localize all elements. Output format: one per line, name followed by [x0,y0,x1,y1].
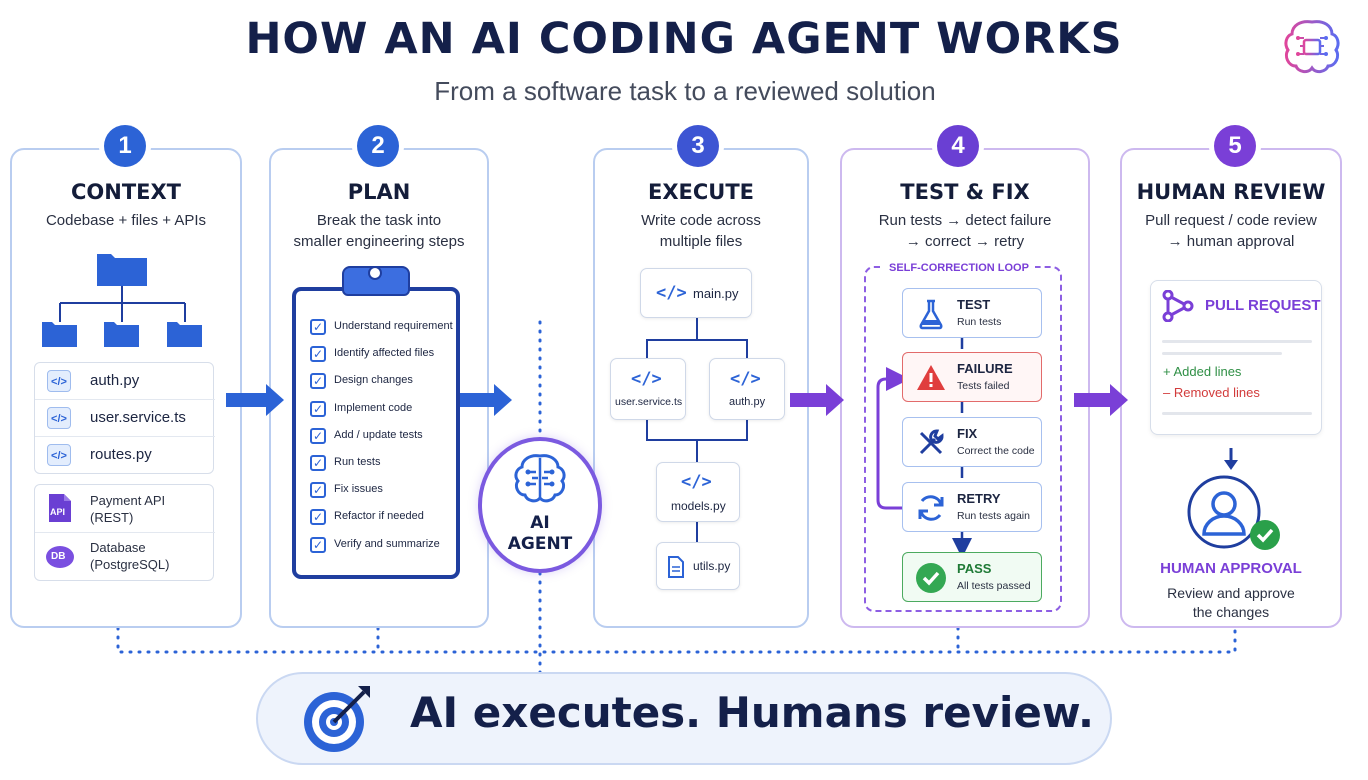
human-approval-title: HUMAN APPROVAL [1160,560,1302,577]
target-arrow-icon [304,686,370,752]
code-file-models[interactable]: </> models.py [656,462,740,522]
checkbox-checked-icon: ✓ [310,319,326,335]
file-name: routes.py [90,446,152,463]
checkbox-checked-icon: ✓ [310,482,326,498]
code-file-icon: </> [47,407,71,429]
step-badge-3: 3 [677,125,719,167]
code-file-icon: </> [730,369,761,389]
step-title-context: CONTEXT [70,180,182,204]
file-row-routes[interactable]: </> routes.py [35,437,215,474]
tf-card-failure: FAILURE Tests failed [902,352,1042,402]
db-icon-label: DB [51,551,66,562]
brain-logo-icon [1284,20,1340,74]
code-file-icon: </> [681,472,712,492]
code-file-utils[interactable]: utils.py [656,542,740,590]
pr-line [1162,412,1312,415]
pr-line [1162,352,1282,355]
checkbox-checked-icon: ✓ [310,373,326,389]
code-file-auth[interactable]: </> auth.py [709,358,785,420]
service-row-payment-api[interactable]: API Payment API(REST) [35,485,215,533]
flask-icon [919,299,943,330]
step-title-plan: PLAN [347,180,411,204]
brain-circuit-icon [514,454,566,503]
step-title-test-fix: TEST & FIX [900,180,1030,204]
tagline-banner [256,672,1112,765]
document-icon [668,556,684,578]
checkbox-checked-icon: ✓ [310,428,326,444]
page-title: HOW AN AI CODING AGENT WORKS [245,14,1123,64]
tools-icon [919,429,944,455]
tf-card-fix: FIX Correct the code [902,417,1042,467]
database-icon [46,546,74,568]
api-document-icon [49,494,71,522]
pr-added-lines: + Added lines [1163,364,1242,379]
checkbox-checked-icon: ✓ [310,455,326,471]
pr-removed-lines: – Removed lines [1163,385,1260,400]
clipboard-clip-hole [368,266,382,280]
page-subtitle: From a software task to a reviewed solut… [434,76,936,106]
context-services-list: API Payment API(REST) DB Database(Postgr… [34,484,215,582]
code-file-icon: </> [656,283,687,303]
step-badge-5: 5 [1214,125,1256,167]
tf-card-retry: RETRY Run tests again [902,482,1042,532]
step-desc-human-review: Pull request / code review→ human approv… [1145,212,1317,250]
context-file-list: </> auth.py </> user.service.ts </> rout… [34,362,215,474]
plan-clipboard [292,287,460,579]
step-desc-context: Codebase + files + APIs [45,212,207,229]
service-row-database[interactable]: DB Database(PostgreSQL) [35,534,215,582]
checkbox-checked-icon: ✓ [310,401,326,417]
warning-icon [917,365,945,390]
step-badge-2: 2 [357,125,399,167]
file-name: user.service.ts [90,409,186,426]
pull-request-title: PULL REQUEST [1205,297,1321,314]
refresh-icon [918,495,944,521]
human-approval-icon [1187,475,1280,550]
code-file-icon: </> [47,444,71,466]
checkbox-checked-icon: ✓ [310,509,326,525]
api-icon-label: API [50,507,66,517]
step-title-human-review: HUMAN REVIEW [1136,180,1326,204]
step-desc-test-fix: Run tests → detect failure→ correct → re… [878,212,1052,250]
service-label: Database(PostgreSQL) [90,540,170,572]
tf-card-test: TEST Run tests [902,288,1042,338]
tagline-text: AI executes. Humans review. [410,688,1094,737]
code-file-main[interactable]: </> main.py [640,268,752,318]
tf-card-pass: PASS All tests passed [902,552,1042,602]
step-badge-4: 4 [937,125,979,167]
loop-label: SELF-CORRECTION LOOP [883,262,1035,274]
code-file-user-service[interactable]: </> user.service.ts [610,358,686,420]
service-label: Payment API(REST) [90,493,166,525]
pr-line [1162,340,1312,343]
checkbox-checked-icon: ✓ [310,346,326,362]
code-file-icon: </> [47,370,71,392]
check-circle-icon [916,563,946,593]
step-badge-1: 1 [104,125,146,167]
checkbox-checked-icon: ✓ [310,537,326,553]
git-pull-request-icon [1162,290,1194,322]
step-title-execute: EXECUTE [647,180,754,204]
pull-request-card[interactable] [1150,280,1322,435]
file-name: auth.py [90,372,140,389]
file-row-auth[interactable]: </> auth.py [35,363,215,400]
file-row-user-service[interactable]: </> user.service.ts [35,400,215,437]
code-file-icon: </> [631,369,662,389]
